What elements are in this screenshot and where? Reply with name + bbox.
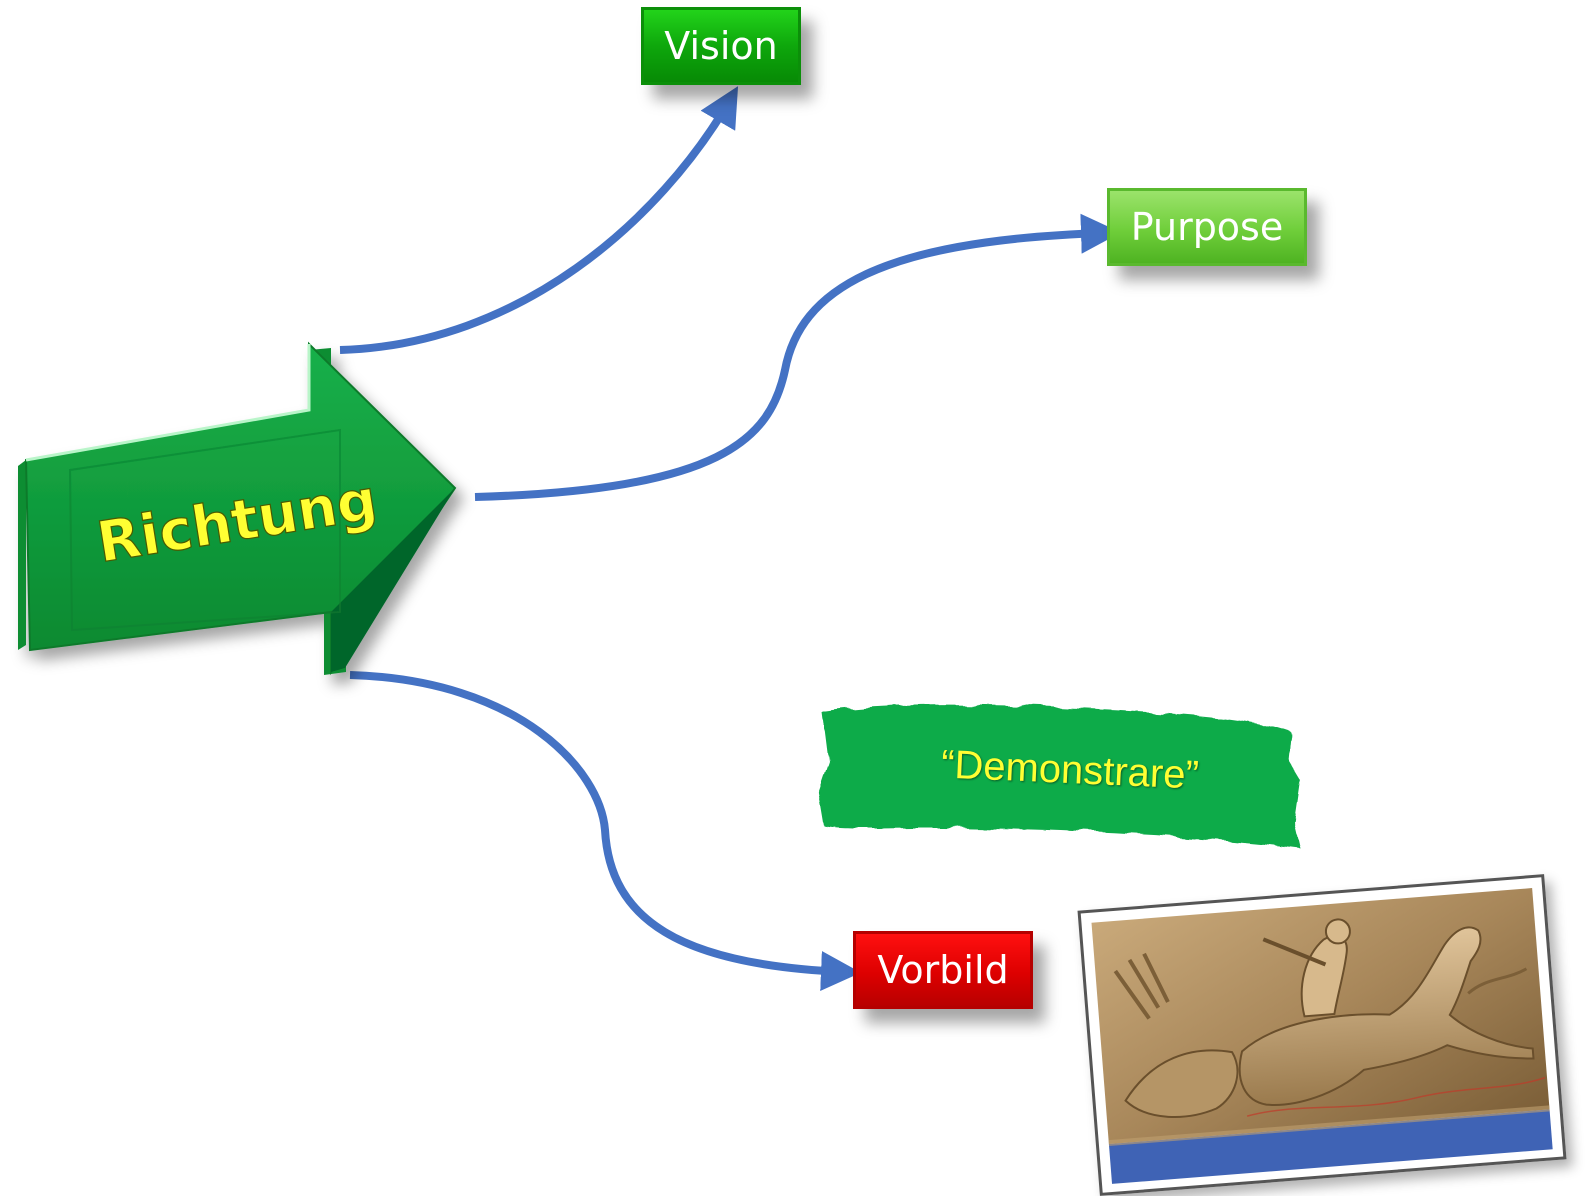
vision-node: Vision — [641, 7, 801, 85]
vorbild-node: Vorbild — [853, 931, 1033, 1009]
purpose-label: Purpose — [1130, 205, 1284, 249]
relief-icon — [1091, 888, 1553, 1184]
connector-to-purpose — [474, 213, 1121, 501]
demonstrare-banner — [818, 704, 1300, 848]
vorbild-label: Vorbild — [877, 948, 1009, 992]
direction-arrow — [18, 341, 457, 676]
connector-to-vision — [339, 86, 739, 354]
purpose-node: Purpose — [1107, 188, 1307, 266]
connector-to-vorbild — [349, 671, 861, 991]
vision-label: Vision — [664, 24, 778, 68]
relief-image — [1077, 874, 1567, 1196]
